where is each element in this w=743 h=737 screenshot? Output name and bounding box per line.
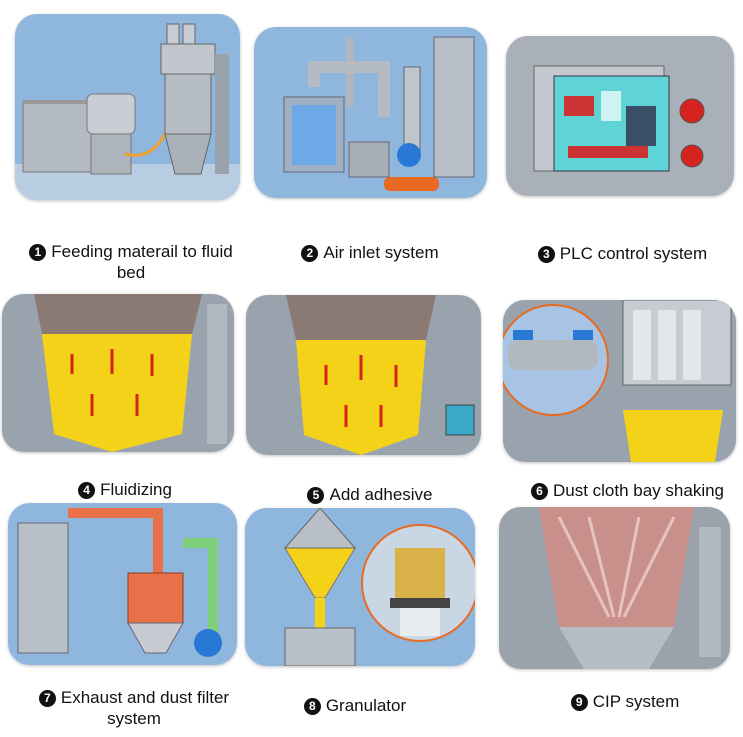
number-badge-icon: 5 [307,487,325,504]
number-badge-icon: 3 [537,246,555,263]
step-5-image [246,295,481,455]
granulator-illustration [245,508,475,666]
plc-illustration [506,36,734,196]
number-badge-icon: 7 [38,690,56,707]
cip-illustration [499,507,730,669]
step-4-label: Fluidizing [100,480,172,499]
step-6-image [503,300,736,462]
air-inlet-illustration [254,27,487,198]
step-8-image [245,508,475,666]
step-6-label: Dust cloth bay shaking [552,481,725,500]
number-badge-icon: 9 [570,694,588,711]
step-7-image [8,503,237,665]
number-badge-icon: 2 [301,245,319,262]
step-1-image [15,14,240,200]
step-2-image [254,27,487,198]
number-badge-icon: 1 [29,244,47,261]
dust-bag-illustration [503,300,736,462]
adhesive-illustration [246,295,481,455]
exhaust-illustration [8,503,237,665]
step-8-label: Granulator [325,696,407,715]
step-7-label: Exhaust and dust filter system [60,688,230,728]
step-3-image [506,36,734,196]
step-3-label: PLC control system [559,244,708,263]
number-badge-icon: 6 [530,483,548,500]
number-badge-icon: 8 [303,698,321,715]
step-9-image [499,507,730,669]
feeding-illustration [15,14,240,200]
step-9-label: CIP system [592,692,680,711]
step-1-label: Feeding materail to fluid bed [51,242,233,282]
number-badge-icon: 4 [78,482,96,499]
step-2-label: Air inlet system [323,243,439,262]
fluidizing-illustration [2,294,234,452]
step-5-label: Add adhesive [329,485,433,504]
step-4-image [2,294,234,452]
